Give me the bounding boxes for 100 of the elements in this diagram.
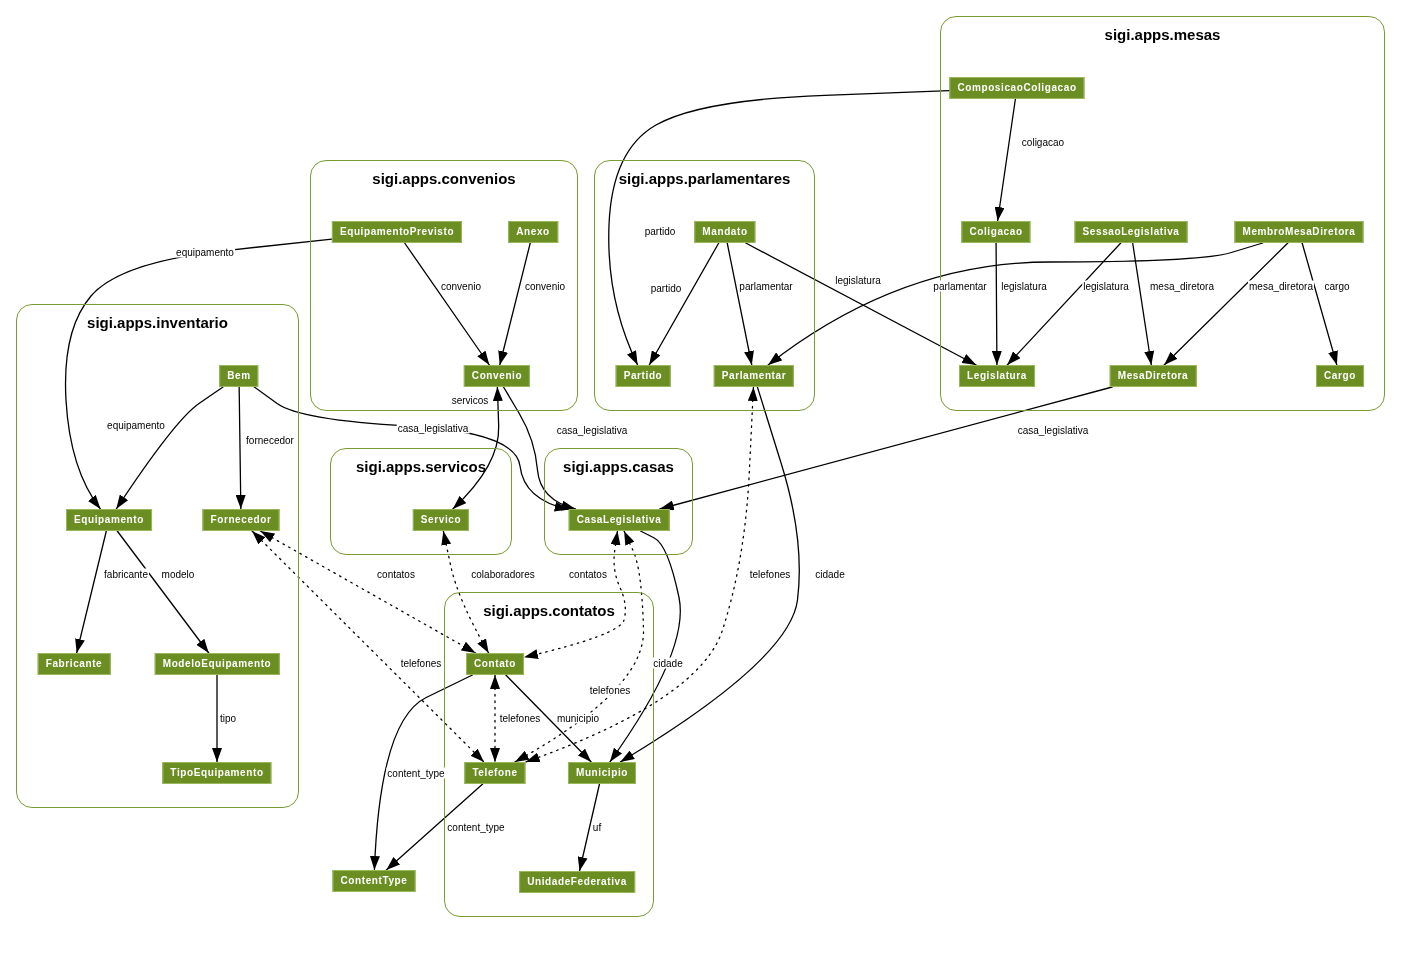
edge-label: modelo (160, 568, 196, 580)
package-title: sigi.apps.contatos (483, 602, 615, 619)
model-box: Municipio (567, 762, 637, 784)
model-box: Legislatura (959, 365, 1035, 387)
arrow (1006, 242, 1122, 366)
arrow (385, 783, 484, 871)
edge-label: cidade (814, 568, 846, 580)
model-box: ContentType (332, 870, 416, 892)
edge-label: content_type (446, 821, 506, 833)
model-box: Fornecedor (202, 509, 280, 531)
arrow (116, 530, 210, 654)
arrow (452, 386, 503, 510)
arrow (745, 242, 977, 366)
arrow (251, 530, 485, 763)
edge-label: parlamentar (932, 280, 988, 292)
edge-label: coligacao (1020, 136, 1066, 148)
package-title: sigi.apps.mesas (1104, 26, 1221, 43)
arrow (514, 530, 645, 763)
edge-label: parlamentar (738, 280, 794, 292)
edge-label: fabricante (103, 568, 149, 580)
edge-label: colaboradores (470, 568, 536, 580)
edge-label: legislatura (1000, 280, 1048, 292)
arrow (404, 242, 490, 366)
package-title: sigi.apps.casas (563, 458, 674, 475)
edge-label: casa_legislativa (555, 424, 629, 436)
edge-label: partido (643, 225, 677, 237)
edge-label: servicos (450, 394, 490, 406)
model-box: Contato (466, 653, 524, 675)
edge-label: mesa_diretora (1248, 280, 1314, 292)
arrow (370, 674, 474, 871)
model-box: MembroMesaDiretora (1234, 221, 1364, 243)
edge-label: tipo (218, 712, 238, 724)
arrow (619, 386, 800, 763)
edge-label: mesa_diretora (1149, 280, 1215, 292)
edge-label: partido (649, 282, 683, 294)
package-title: sigi.apps.parlamentares (618, 170, 791, 187)
package-frame (16, 304, 299, 808)
arrow (608, 89, 951, 366)
edge-label: telefones (399, 657, 443, 669)
arrow (659, 386, 1113, 511)
model-box: Anexo (508, 221, 558, 243)
edge-label: telefones (498, 712, 542, 724)
arrow (524, 386, 758, 763)
package-title: sigi.apps.servicos (355, 458, 487, 475)
model-box: Mandato (694, 221, 756, 243)
model-box: ComposicaoColigacao (949, 77, 1085, 99)
arrow (1132, 242, 1155, 366)
model-box: EquipamentoPrevisto (331, 221, 463, 243)
arrow (767, 242, 1264, 366)
package-frame (544, 448, 693, 555)
arrow (115, 386, 224, 510)
model-box: Convenio (463, 365, 531, 387)
model-box: SessaoLegislativa (1074, 221, 1188, 243)
arrow (523, 530, 626, 659)
edge-label: convenio (524, 280, 566, 292)
arrow (505, 674, 592, 763)
model-box: Coligacao (961, 221, 1031, 243)
arrow (1163, 242, 1289, 366)
arrow (259, 530, 477, 654)
package-frame (330, 448, 512, 555)
edge-label: municipio (555, 712, 601, 724)
model-box: Telefone (464, 762, 526, 784)
model-box: Partido (615, 365, 671, 387)
edge-label: contatos (568, 568, 608, 580)
edge-label: fornecedor (245, 434, 295, 446)
arrow (991, 242, 1002, 366)
model-box: Equipamento (66, 509, 152, 531)
arrow (1301, 242, 1338, 366)
edge-label: equipamento (106, 419, 166, 431)
model-box: TipoEquipamento (162, 762, 272, 784)
arrow (235, 386, 246, 510)
arrow (648, 242, 720, 366)
model-box: ModeloEquipamento (154, 653, 280, 675)
arrow (609, 530, 681, 763)
arrow (726, 242, 754, 366)
package-title: sigi.apps.convenios (372, 170, 516, 187)
edge-label: casa_legislativa (1016, 424, 1090, 436)
edge-label: legislatura (834, 274, 882, 286)
package-title: sigi.apps.inventario (87, 314, 228, 331)
model-box: UnidadeFederativa (519, 871, 635, 893)
model-box: CasaLegislativa (568, 509, 670, 531)
arrow (490, 674, 500, 763)
arrow (577, 783, 601, 872)
edge-label: contatos (376, 568, 416, 580)
edge-label: content_type (386, 767, 446, 779)
edge-label: equipamento (175, 246, 235, 258)
arrow (498, 242, 531, 366)
model-box: Cargo (1316, 365, 1364, 387)
edge-label: casa_legislativa (396, 422, 470, 434)
arrow (441, 530, 490, 654)
model-box: Fabricante (37, 653, 111, 675)
edge-label: legislatura (1082, 280, 1130, 292)
model-box: MesaDiretora (1109, 365, 1197, 387)
edge-label: convenio (440, 280, 482, 292)
model-box: Parlamentar (713, 365, 795, 387)
arrow (502, 386, 577, 510)
edge-label: uf (591, 821, 603, 833)
edge-label: telefones (748, 568, 792, 580)
arrow (75, 530, 107, 654)
edge-label: telefones (588, 684, 632, 696)
